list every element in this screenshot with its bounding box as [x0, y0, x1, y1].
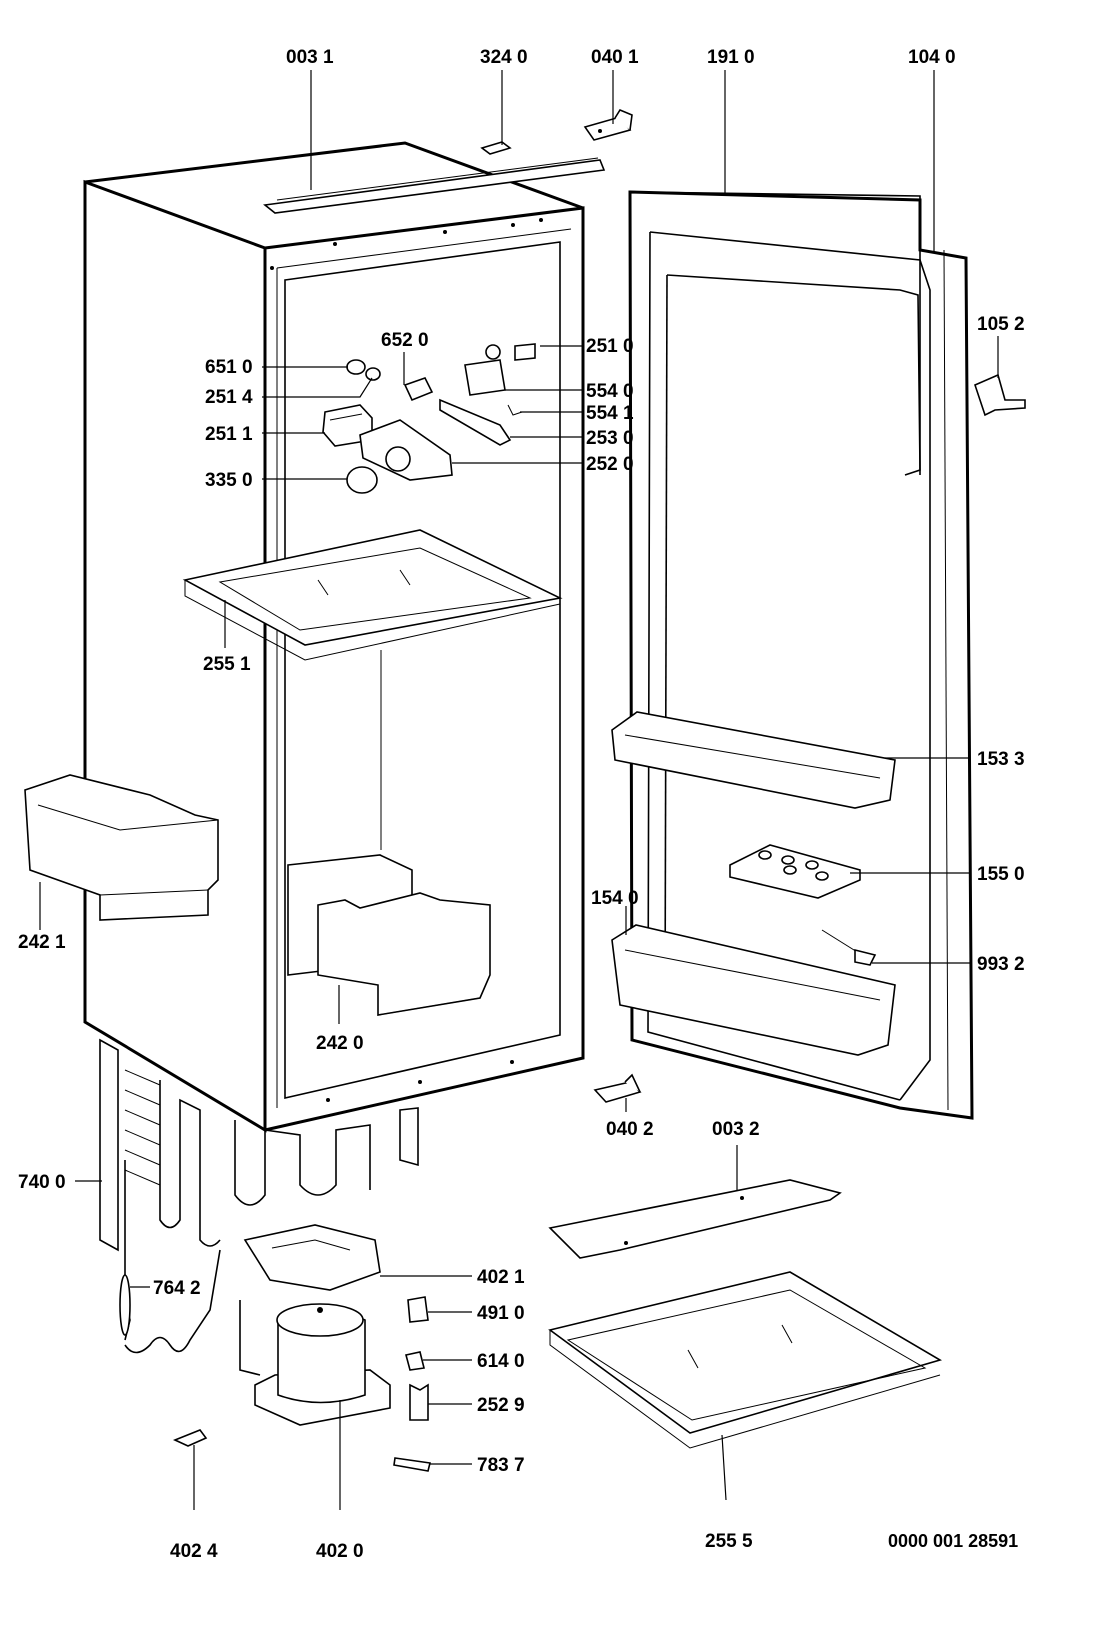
hinge-top — [583, 109, 633, 141]
door-shelf-upper — [611, 711, 896, 809]
leader-lines — [39, 70, 999, 1510]
callout-191-0: 191 0 — [707, 47, 755, 68]
callout-402-1: 402 1 — [477, 1267, 525, 1288]
door-light-plug — [821, 929, 877, 966]
callout-155-0: 155 0 — [977, 864, 1025, 885]
lower-hinge-105 — [974, 373, 1026, 417]
callout-652-0: 652 0 — [381, 330, 429, 351]
compressor-mount — [243, 1224, 381, 1291]
callout-491-0: 491 0 — [477, 1303, 525, 1324]
callout-651-0: 651 0 — [205, 357, 253, 378]
document-number: 0000 001 28591 — [888, 1531, 1018, 1551]
condenser-coil — [99, 1038, 419, 1252]
callout-335-0: 335 0 — [205, 470, 253, 491]
callout-251-1: 251 1 — [205, 424, 253, 445]
side-bin — [24, 774, 219, 921]
egg-tray — [729, 844, 861, 899]
knob-651 — [346, 359, 381, 381]
callout-253-0: 253 0 — [586, 428, 634, 449]
callout-labels: 003 1 324 0 040 1 191 0 104 0 105 2 652 … — [18, 47, 1025, 1562]
relay-491 — [407, 1296, 429, 1323]
callout-003-1: 003 1 — [286, 47, 334, 68]
callout-740-0: 740 0 — [18, 1172, 66, 1193]
callout-251-4: 251 4 — [205, 387, 253, 408]
callout-255-1: 255 1 — [203, 654, 251, 675]
door-panel — [628, 190, 974, 1120]
callout-242-1: 242 1 — [18, 932, 66, 953]
pin-783-7 — [393, 1457, 431, 1472]
callout-251-0: 251 0 — [586, 336, 634, 357]
callout-783-7: 783 7 — [477, 1455, 525, 1476]
callout-402-4: 402 4 — [170, 1541, 218, 1562]
callout-764-2: 764 2 — [153, 1278, 201, 1299]
bottom-trim-strip — [548, 1179, 842, 1259]
callout-252-0: 252 0 — [586, 454, 634, 475]
callout-614-0: 614 0 — [477, 1351, 525, 1372]
clip-324-0 — [480, 141, 512, 155]
capillary-tube — [119, 1160, 221, 1354]
crisper-drawer — [317, 892, 491, 1016]
callout-252-9: 252 9 — [477, 1395, 525, 1416]
top-trim-strip — [263, 157, 606, 214]
callout-402-0: 402 0 — [316, 1541, 364, 1562]
callout-255-5: 255 5 — [705, 1531, 753, 1552]
hinge-bottom — [593, 1073, 642, 1103]
starter-614 — [405, 1351, 425, 1371]
callout-105-2: 105 2 — [977, 314, 1025, 335]
callout-554-1: 554 1 — [586, 403, 634, 424]
callout-153-3: 153 3 — [977, 749, 1025, 770]
door-shelf-lower — [611, 924, 896, 1056]
callout-554-0: 554 0 — [586, 381, 634, 402]
callout-040-2: 040 2 — [606, 1119, 654, 1140]
callout-003-2: 003 2 — [712, 1119, 760, 1140]
lower-glass-shelf — [548, 1271, 943, 1449]
callout-154-0: 154 0 — [591, 888, 639, 909]
thermostat-housing — [322, 343, 536, 481]
fuse-holder-252-9 — [409, 1383, 429, 1421]
callout-324-0: 324 0 — [480, 47, 528, 68]
callout-104-0: 104 0 — [908, 47, 956, 68]
clip-402-4 — [172, 1429, 208, 1447]
upper-glass-shelf — [182, 529, 563, 661]
compressor — [239, 1300, 391, 1426]
callout-040-1: 040 1 — [591, 47, 639, 68]
callout-242-0: 242 0 — [316, 1033, 364, 1054]
callout-993-2: 993 2 — [977, 954, 1025, 975]
light-cover-335 — [346, 466, 378, 494]
